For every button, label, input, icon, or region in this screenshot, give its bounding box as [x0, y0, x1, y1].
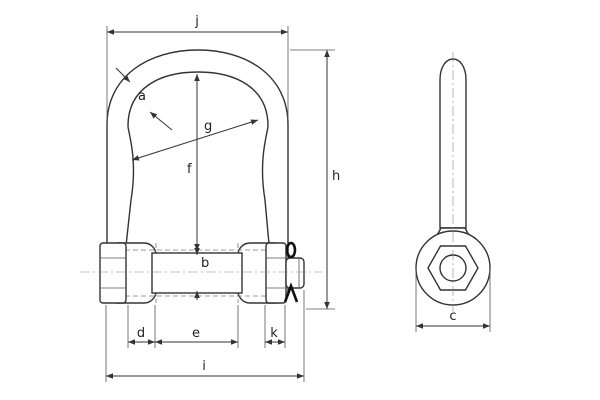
cotter-pin-ring — [285, 241, 297, 259]
label-c: c — [449, 309, 456, 324]
label-g: g — [204, 119, 212, 134]
label-h: h — [332, 169, 340, 184]
label-e: e — [192, 326, 200, 341]
nut — [265, 242, 287, 304]
cotter-pin-legs — [283, 282, 299, 303]
bolt-head — [99, 242, 127, 304]
label-k: k — [270, 326, 278, 341]
shackle-bow — [106, 49, 289, 256]
label-b: b — [201, 256, 209, 271]
bolt-tip — [285, 257, 305, 289]
label-i: i — [202, 359, 206, 374]
label-f: f — [187, 162, 192, 177]
label-a: a — [138, 89, 146, 104]
label-d: d — [137, 326, 145, 341]
label-j: j — [194, 14, 199, 29]
pin-shaft — [151, 252, 243, 294]
